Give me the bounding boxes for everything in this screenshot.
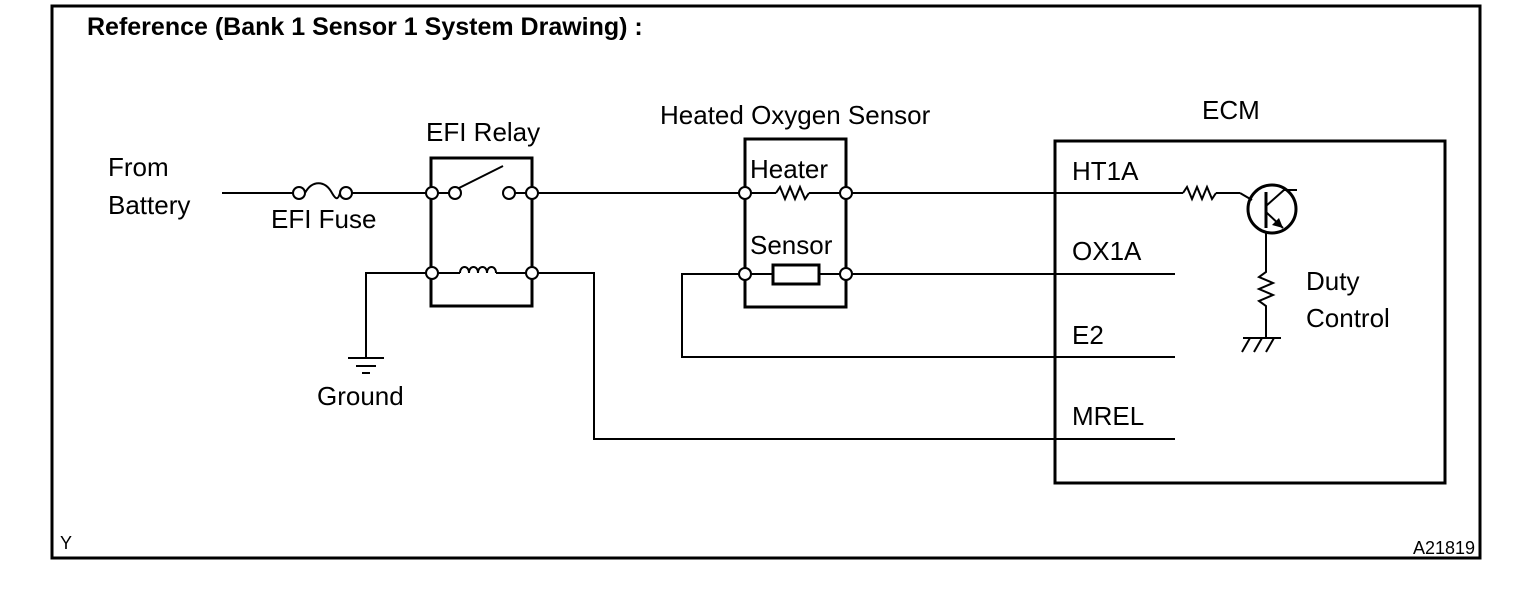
figure-id: A21819 bbox=[1413, 538, 1475, 558]
ecm-label: ECM bbox=[1202, 95, 1260, 125]
heater-label: Heater bbox=[750, 154, 828, 184]
footer-left-mark: Y bbox=[60, 533, 72, 553]
efi-relay-box bbox=[429, 156, 534, 308]
ground-symbol bbox=[348, 357, 384, 374]
mrel-wire bbox=[538, 272, 1175, 440]
sensor-label: Sensor bbox=[750, 230, 833, 260]
efi-fuse-label: EFI Fuse bbox=[271, 204, 376, 234]
duty-control-label-line1: Duty bbox=[1306, 266, 1359, 296]
heated-oxygen-sensor-label: Heated Oxygen Sensor bbox=[660, 100, 931, 130]
ecm-terminal-ox1a: OX1A bbox=[1072, 236, 1142, 266]
from-battery-label-line1: From bbox=[108, 152, 169, 182]
ecm-terminal-e2: E2 bbox=[1072, 320, 1104, 350]
diagram-frame bbox=[50, 4, 1482, 560]
efi-relay-label: EFI Relay bbox=[426, 117, 540, 147]
sensor-element bbox=[738, 263, 853, 286]
chassis-ground-symbol bbox=[1241, 337, 1281, 353]
driver-transistor bbox=[1239, 183, 1298, 265]
heater-element bbox=[738, 184, 853, 202]
ecm-box bbox=[1053, 139, 1447, 485]
duty-control-resistor bbox=[1256, 265, 1276, 338]
e2-wire bbox=[681, 273, 1175, 358]
diagram-title: Reference (Bank 1 Sensor 1 System Drawin… bbox=[87, 13, 643, 41]
duty-control-label-line2: Control bbox=[1306, 303, 1390, 333]
heated-oxygen-sensor-box bbox=[743, 137, 848, 309]
from-battery-label-line2: Battery bbox=[108, 190, 190, 220]
ground-wire bbox=[365, 272, 426, 358]
efi-fuse-symbol bbox=[292, 182, 353, 200]
relay-switch-contact bbox=[425, 165, 539, 200]
relay-coil bbox=[425, 266, 539, 280]
ground-label: Ground bbox=[317, 381, 404, 411]
ecm-terminal-mrel: MREL bbox=[1072, 401, 1144, 431]
ecm-resistor bbox=[1182, 184, 1240, 202]
ecm-terminal-ht1a: HT1A bbox=[1072, 156, 1139, 186]
